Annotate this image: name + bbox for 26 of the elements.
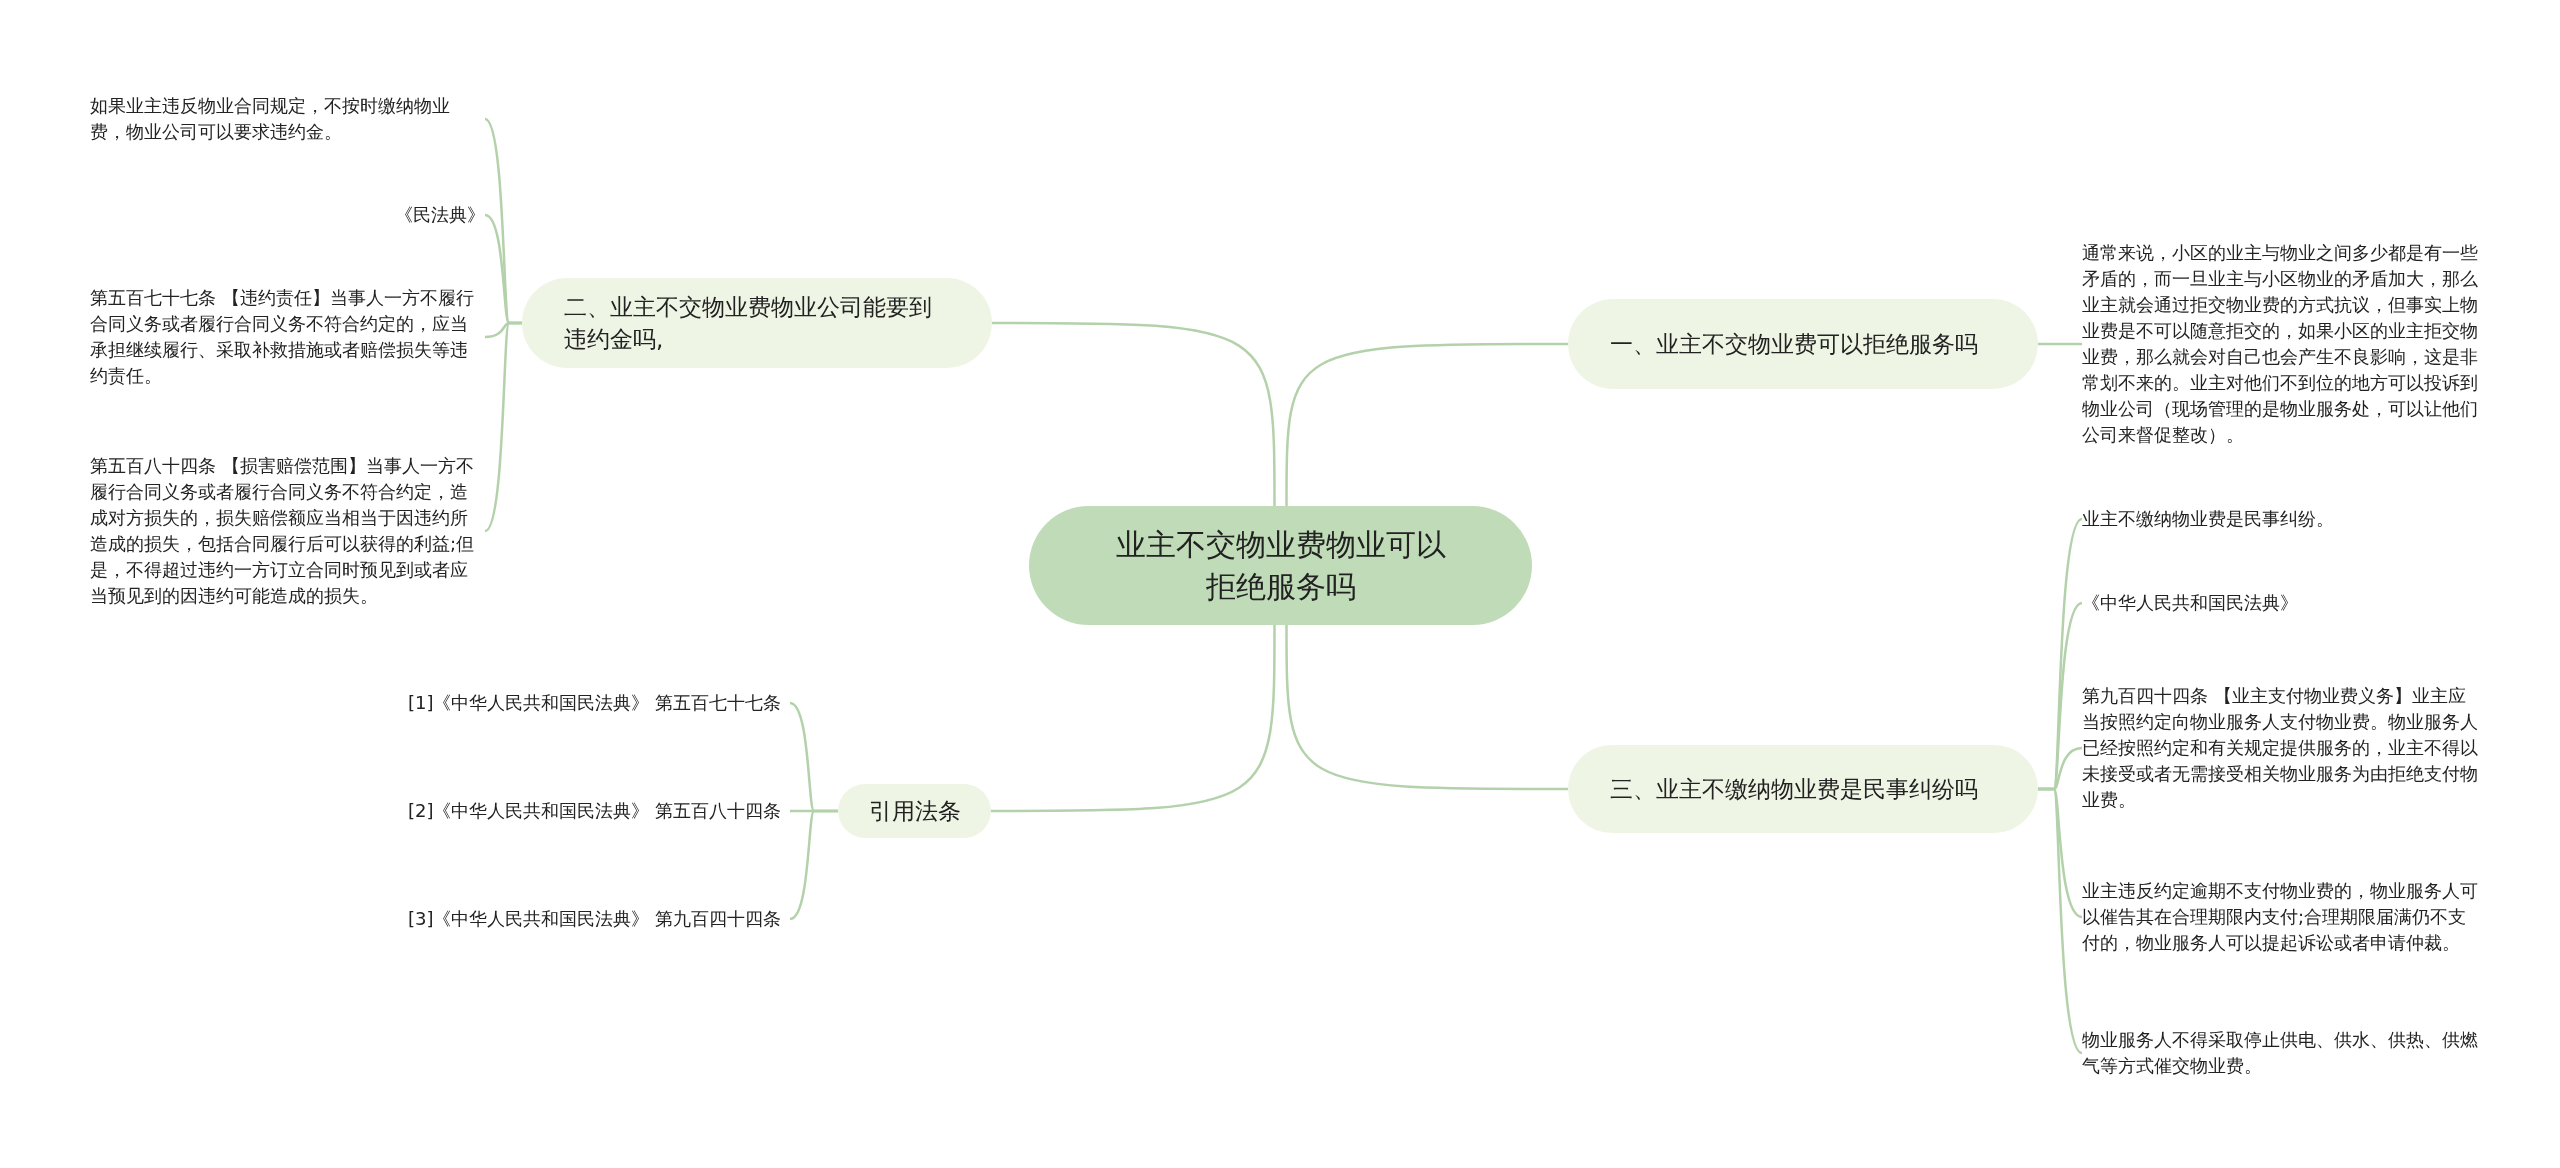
topic-box: 引用法条 (838, 784, 991, 838)
topic-box: 三、业主不缴纳物业费是民事纠纷吗 (1568, 745, 2038, 833)
note-text: 第九百四十四条 【业主支付物业费义务】业主应当按照约定向物业服务人支付物业费。物业服务人已经按照约定和有关规定提供服务的，业主不得以未接受或者无需接受相关物业服务为由拒绝支付物业费。 (2082, 684, 2479, 812)
note-text: [3]《中华人民共和国民法典》 第九百四十四条 (408, 907, 782, 931)
connector-line (991, 625, 1276, 813)
note-text: [1]《中华人民共和国民法典》 第五百七十七条 (408, 691, 782, 715)
note-text: 第五百八十四条 【损害赔偿范围】当事人一方不履行合同义务或者履行合同义务不符合约定，造成对方损失的，损失赔偿额应当相当于因违约所造成的损失，包括合同履行后可以获得的利益;但是，不得超过违约一方订立合同时预见到或者应当预见到的因违约可能造成的损失。 (90, 454, 476, 608)
note-text: 业主违反约定逾期不支付物业费的，物业服务人可以催告其在合理期限内支付;合理期限届满仍不支付的，物业服务人可以提起诉讼或者申请仲裁。 (2082, 879, 2479, 955)
central-topic: 业主不交物业费物业可以拒绝服务吗 (1029, 506, 1532, 625)
note-text: 《中华人民共和国民法典》 (2082, 591, 2298, 615)
connector-line (2038, 342, 2082, 346)
connector-line (1285, 342, 1568, 506)
connector-line (992, 321, 1276, 506)
note-text: [2]《中华人民共和国民法典》 第五百八十四条 (408, 799, 782, 823)
topic-box: 一、业主不交物业费可以拒绝服务吗 (1568, 299, 2038, 389)
note-text: 物业服务人不得采取停止供电、供水、供热、供燃气等方式催交物业费。 (2082, 1028, 2479, 1078)
connector-line (789, 809, 838, 921)
topic-box: 二、业主不交物业费物业公司能要到违约金吗, (522, 278, 992, 368)
note-text: 如果业主违反物业合同规定，不按时缴纳物业费，物业公司可以要求违约金。 (90, 94, 451, 144)
note-text: 业主不缴纳物业费是民事纠纷。 (2082, 507, 2334, 531)
note-text: 第五百七十七条 【违约责任】当事人一方不履行合同义务或者履行合同义务不符合约定的，应当承担继续履行、采取补救措施或者赔偿损失等违约责任。 (90, 286, 475, 388)
note-text: 通常来说，小区的业主与物业之间多少都是有一些矛盾的，而一旦业主与小区物业的矛盾加大，那么业主就会通过拒交物业费的方式抗议，但事实上物业费是不可以随意拒交的，如果小区的业主拒交物业费，那么就会对自己也会产生不良影响，这是非常划不来的。业主对他们不到位的地方可以投诉到物业公司（现场管理的是物业服务处，可以让他们公司来督促整改）。 (2082, 241, 2479, 447)
note-text: 《民法典》 (395, 203, 485, 227)
connector-line (2038, 787, 2083, 1054)
connector-line (484, 321, 522, 532)
connector-line (1285, 625, 1568, 791)
